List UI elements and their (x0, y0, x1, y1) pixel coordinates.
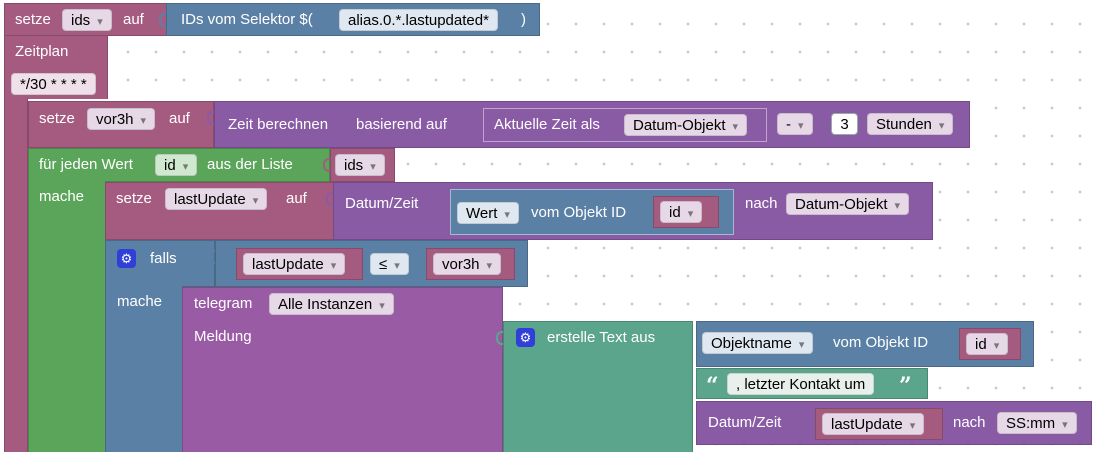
loop-variable-dropdown[interactable]: id (155, 154, 198, 176)
value-connector (323, 158, 330, 172)
text-literal-block[interactable]: “ , letzter Kontakt um ” (696, 368, 928, 399)
if-block[interactable]: ⚙ falls (105, 240, 215, 287)
create-text-block[interactable]: ⚙ erstelle Text aus (496, 321, 693, 452)
current-time-block[interactable]: Aktuelle Zeit als Datum-Objekt (483, 108, 767, 142)
value-connector (326, 192, 333, 206)
based-on-label: basierend auf (356, 116, 447, 133)
name-id-variable-block[interactable]: id (959, 328, 1021, 360)
if-do-label: mache (117, 293, 163, 310)
comparison-operator-dropdown[interactable]: ≤ (370, 253, 409, 275)
datetime-format-block[interactable]: Datum/Zeit lastUpdate nach SS:mm (696, 401, 1092, 445)
open-quote: “ (706, 373, 719, 399)
time-format-dropdown[interactable]: SS:mm (997, 412, 1077, 434)
list-variable-block[interactable]: ids (323, 148, 395, 182)
to-keyword: auf (169, 110, 190, 127)
to-label: nach (745, 195, 778, 212)
value-connector (208, 250, 215, 264)
schedule-label: Zeitplan (15, 43, 69, 60)
selector-block[interactable]: IDs vom Selektor $( alias.0.*.lastupdate… (159, 3, 540, 36)
property-dropdown[interactable]: Wert (457, 202, 519, 224)
right-operand-block[interactable]: vor3h (426, 248, 515, 280)
if-body-bar: mache (105, 286, 183, 452)
set-keyword: setze (116, 190, 152, 207)
telegram-label: telegram (194, 295, 253, 312)
text-value-field[interactable]: , letzter Kontakt um (727, 373, 875, 395)
to-keyword: auf (286, 190, 307, 207)
variable-dropdown-ids[interactable]: ids (62, 9, 112, 31)
telegram-block[interactable]: telegram Alle Instanzen Meldung (182, 287, 503, 452)
format-variable-dropdown[interactable]: lastUpdate (822, 413, 925, 435)
format-variable-block[interactable]: lastUpdate (815, 408, 943, 440)
telegram-instance-dropdown[interactable]: Alle Instanzen (269, 293, 394, 315)
amount-input[interactable]: 3 (831, 113, 858, 135)
id-variable-block[interactable]: id (653, 196, 719, 228)
if-label: falls (150, 250, 177, 267)
operator-dropdown[interactable]: - (777, 113, 813, 135)
from-list-label: aus der Liste (207, 156, 293, 173)
set-ids-block[interactable]: setze ids auf (4, 3, 168, 36)
selector-label: IDs vom Selektor $( (181, 11, 313, 28)
of-object-label: vom Objekt ID (531, 204, 627, 221)
id-variable-dropdown[interactable]: id (660, 201, 703, 223)
foreach-label: für jeden Wert (39, 156, 133, 173)
value-connector (159, 13, 166, 27)
set-keyword: setze (15, 11, 51, 28)
list-variable-dropdown[interactable]: ids (335, 154, 385, 176)
get-name-block[interactable]: Objektname vom Objekt ID id (696, 321, 1034, 367)
output-format-dropdown[interactable]: Datum-Objekt (786, 193, 910, 215)
variable-dropdown-vor3h[interactable]: vor3h (87, 108, 156, 130)
datetime-label: Datum/Zeit (708, 414, 782, 431)
schedule-block[interactable]: Zeitplan */30 * * * * (4, 35, 108, 99)
value-connector (207, 111, 214, 125)
right-variable-dropdown[interactable]: vor3h (433, 253, 502, 275)
left-operand-block[interactable]: lastUpdate (236, 248, 363, 280)
left-variable-dropdown[interactable]: lastUpdate (243, 253, 346, 275)
datetime-label: Datum/Zeit (345, 195, 419, 212)
selector-close-paren: ) (521, 11, 526, 28)
gear-icon[interactable]: ⚙ (516, 328, 535, 347)
foreach-body-bar: mache (28, 181, 106, 452)
variable-dropdown-lastupdate[interactable]: lastUpdate (165, 188, 268, 210)
gear-icon[interactable]: ⚙ (117, 249, 136, 268)
cron-field[interactable]: */30 * * * * (11, 73, 96, 95)
name-property-dropdown[interactable]: Objektname (702, 332, 814, 354)
message-label: Meldung (194, 328, 252, 345)
time-calc-block[interactable]: Zeit berechnen basierend auf Aktuelle Ze… (207, 101, 970, 148)
set-lastupdate-block[interactable]: setze lastUpdate auf (105, 182, 335, 240)
time-calc-label: Zeit berechnen (228, 116, 329, 133)
get-value-block[interactable]: Wert vom Objekt ID id (450, 189, 734, 235)
to-keyword: auf (123, 11, 144, 28)
compare-block[interactable]: lastUpdate ≤ vor3h (208, 240, 528, 287)
selector-pattern-field[interactable]: alias.0.*.lastupdated* (339, 9, 498, 31)
name-id-dropdown[interactable]: id (966, 333, 1009, 355)
create-text-label: erstelle Text aus (547, 329, 656, 346)
of-object-label: vom Objekt ID (833, 334, 929, 351)
current-time-label: Aktuelle Zeit als (494, 116, 600, 133)
foreach-block[interactable]: für jeden Wert id aus der Liste (28, 148, 330, 182)
close-quote: ” (899, 373, 912, 399)
value-connector (496, 331, 503, 345)
unit-dropdown[interactable]: Stunden (867, 113, 954, 135)
foreach-do-label: mache (39, 188, 85, 205)
datetime-convert-block[interactable]: Datum/Zeit Wert vom Objekt ID id nach Da… (326, 182, 933, 240)
schedule-side-bar (4, 98, 28, 452)
set-vor3h-block[interactable]: setze vor3h auf (28, 101, 214, 148)
set-keyword: setze (39, 110, 75, 127)
to-label: nach (953, 414, 986, 431)
time-format-dropdown[interactable]: Datum-Objekt (624, 114, 748, 136)
